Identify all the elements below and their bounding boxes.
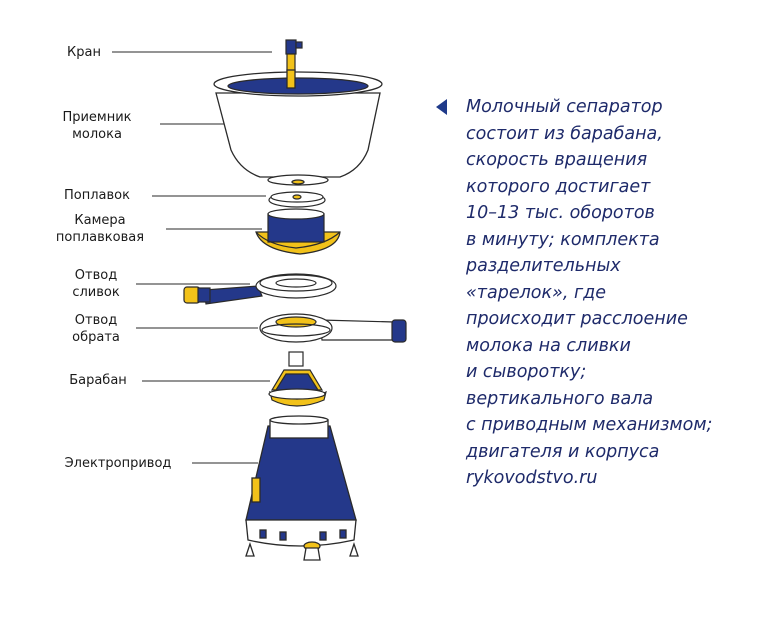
description-line: в минуту; комплекта: [466, 229, 660, 250]
description-line: с приводным механизмом;: [466, 415, 713, 435]
label-kamera: Камера поплавковая: [50, 212, 150, 246]
label-otvod-obrata-line1: Отвод: [74, 313, 118, 328]
description-line: 10–13 тыс. оборотов: [466, 203, 655, 223]
description-line: и сыворотку;: [466, 362, 587, 382]
label-elektroprivod: Электропривод: [64, 456, 172, 471]
priemnik-part: [213, 69, 383, 186]
label-poplavok: Поплавок: [64, 188, 130, 203]
baraban-part: [268, 351, 327, 407]
description-line: которого достигает: [466, 176, 651, 197]
description-line: скорость вращения: [466, 150, 648, 170]
label-priemnik-line1: Приемник: [62, 110, 132, 125]
label-baraban: Барабан: [69, 373, 127, 388]
label-otvod-slivok: Отвод сливок: [58, 267, 134, 301]
pointer-triangle-icon: [436, 99, 447, 115]
kamera-part: [255, 208, 341, 255]
otvod-slivok-part: [183, 273, 337, 305]
label-otvod-obrata-line2: обрата: [72, 330, 120, 345]
description-source: rykovodstvo.ru: [466, 468, 598, 488]
description-line: разделительных: [466, 256, 621, 276]
label-kamera-line1: Камера: [74, 213, 126, 228]
description-text: Молочный сепаратор состоит из барабана, …: [466, 94, 756, 492]
description-line: «тарелок», где: [466, 282, 607, 303]
label-otvod-slivok-line1: Отвод: [74, 268, 118, 283]
label-priemnik-line2: молока: [72, 127, 122, 142]
label-priemnik: Приемник молока: [54, 109, 140, 143]
elektroprivod-part: [245, 415, 359, 561]
description-line: состоит из барабана,: [466, 123, 663, 144]
label-otvod-slivok-line2: сливок: [72, 285, 120, 300]
label-otvod-obrata: Отвод обрата: [58, 312, 134, 346]
description-line: двигателя и корпуса: [466, 441, 660, 462]
poplavok-part: [268, 191, 326, 208]
label-kamera-line2: поплавковая: [55, 230, 145, 245]
label-kran: Кран: [67, 45, 101, 60]
description-line: молока на сливки: [466, 335, 631, 356]
otvod-obrata-part: [259, 313, 407, 343]
description-line: происходит расслоение: [466, 309, 688, 329]
description-line: Молочный сепаратор: [466, 97, 663, 117]
description-line: вертикального вала: [466, 388, 654, 409]
